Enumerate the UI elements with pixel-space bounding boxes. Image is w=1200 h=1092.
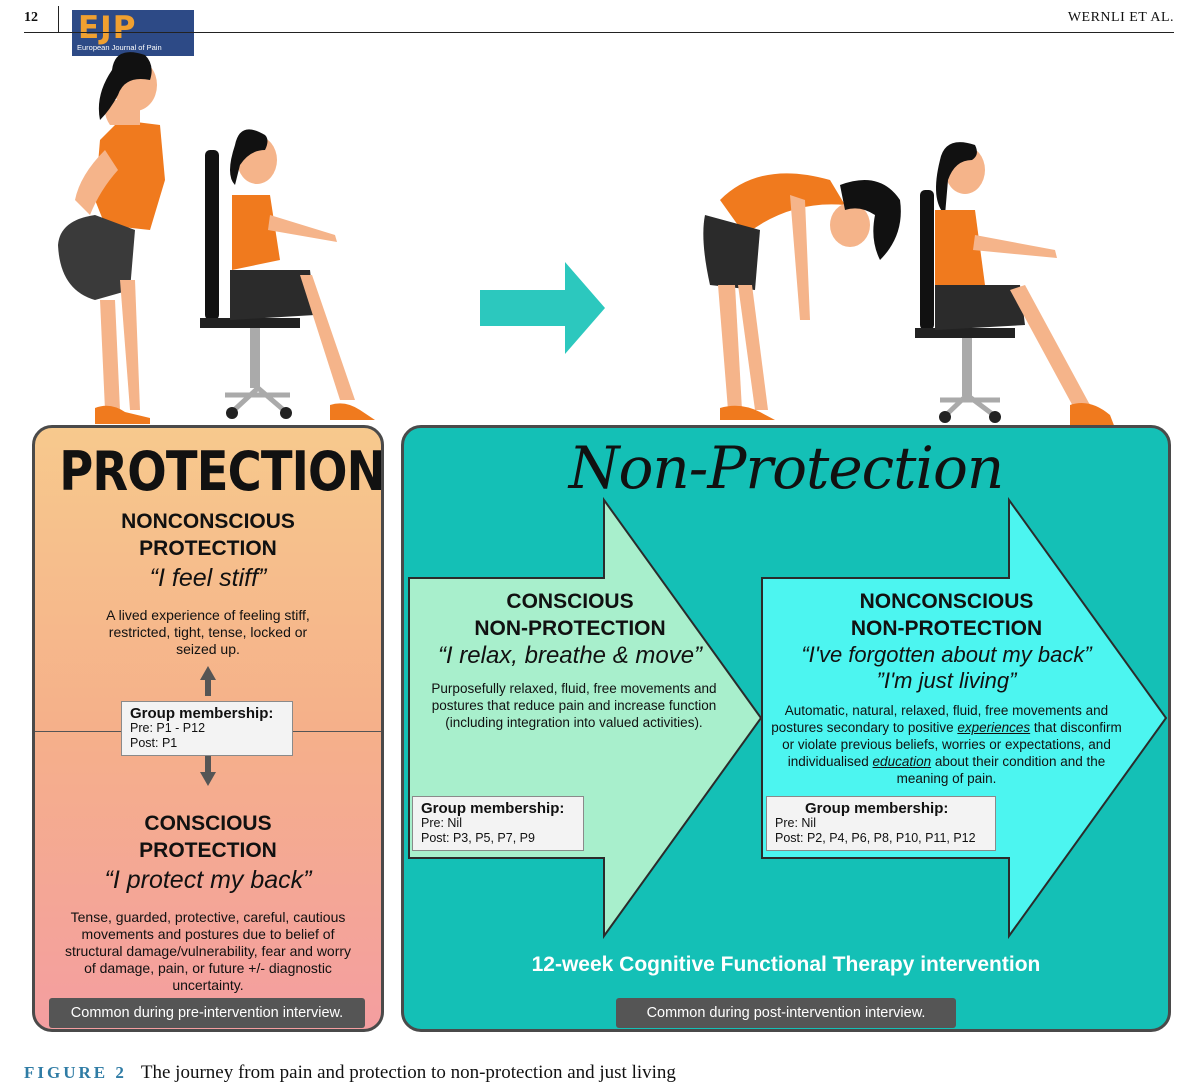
protection-group-membership: Group membership: Pre: P1 - P12 Post: P1: [121, 701, 293, 756]
conscious-non-protection-group-membership: Group membership: Pre: Nil Post: P3, P5,…: [412, 796, 584, 851]
header-divider: [58, 6, 59, 33]
group-membership-post: Post: P2, P4, P6, P8, P10, P11, P12: [775, 831, 976, 845]
conscious-non-protection-heading-line2: NON-PROTECTION: [474, 617, 666, 640]
journal-logo-subtitle: European Journal of Pain: [77, 43, 162, 52]
figure-caption: FIGURE 2 The journey from pain and protec…: [24, 1062, 676, 1084]
stiff-standing-person-illustration: [58, 52, 165, 424]
protection-title: PROTECTION: [59, 440, 384, 503]
guarded-sitting-person-illustration: [200, 129, 375, 420]
transition-arrow-icon: [480, 262, 605, 354]
nonconscious-protection-section: NONCONSCIOUS PROTECTION “I feel stiff” A…: [35, 508, 381, 658]
group-membership-pre: Pre: Nil: [775, 816, 816, 830]
nonconscious-protection-description: A lived experience of feeling stiff, res…: [106, 607, 310, 657]
group-membership-title: Group membership:: [130, 705, 274, 722]
header-rule: [24, 32, 1174, 33]
non-protection-footer: Common during post-intervention intervie…: [616, 998, 956, 1028]
group-membership-pre: Pre: Nil: [421, 816, 462, 830]
bidirectional-arrow-icon: [200, 666, 216, 786]
group-membership-post: Post: P3, P5, P7, P9: [421, 831, 535, 845]
conscious-protection-quote: “I protect my back”: [104, 866, 312, 894]
journal-logo-letters: EJP: [78, 10, 137, 46]
conscious-protection-description: Tense, guarded, protective, careful, cau…: [64, 909, 352, 993]
page-number: 12: [24, 10, 38, 25]
nonconscious-non-protection-section: NONCONSCIOUS NON-PROTECTION “I've forgot…: [769, 588, 1124, 787]
journal-logo: EJP European Journal of Pain: [72, 10, 194, 56]
conscious-protection-heading-line1: CONSCIOUS: [144, 812, 272, 835]
relaxed-bending-person-illustration: [703, 173, 901, 420]
group-membership-title: Group membership:: [805, 800, 949, 817]
figure-illustrations: [58, 52, 1115, 428]
nonconscious-non-protection-quote1: “I've forgotten about my back”: [801, 642, 1092, 667]
non-protection-panel: Non-Protection CONSCIOUS NON-PROTECTION …: [401, 425, 1171, 1032]
group-membership-title: Group membership:: [421, 800, 565, 817]
conscious-non-protection-heading-line1: CONSCIOUS: [506, 590, 634, 613]
description-part3: about their condition and the meaning of…: [896, 754, 1106, 786]
protection-panel: PROTECTION NONCONSCIOUS PROTECTION “I fe…: [32, 425, 384, 1032]
nonconscious-protection-heading-line1: NONCONSCIOUS: [121, 510, 295, 533]
description-part1: Automatic, natural, relaxed, fluid, free…: [771, 703, 1109, 735]
figure-caption-text: The journey from pain and protection to …: [140, 1062, 676, 1083]
conscious-non-protection-quote: “I relax, breathe & move”: [437, 642, 703, 669]
group-membership-pre: Pre: P1 - P12: [130, 721, 206, 735]
protection-footer: Common during pre-intervention interview…: [49, 998, 365, 1028]
description-part2: that disconfirm or violate previous beli…: [782, 720, 1122, 769]
relaxed-sitting-person-illustration: [915, 142, 1115, 428]
nonconscious-non-protection-group-membership: Group membership: Pre: Nil Post: P2, P4,…: [766, 796, 996, 851]
non-protection-title: Non-Protection: [568, 434, 1005, 502]
description-emphasis-education: education: [872, 754, 932, 769]
conscious-non-protection-description: Purposefully relaxed, fluid, free moveme…: [431, 681, 717, 730]
conscious-non-protection-section: CONSCIOUS NON-PROTECTION “I relax, breat…: [410, 588, 730, 731]
group-membership-post: Post: P1: [130, 736, 178, 750]
figure-label: FIGURE 2: [24, 1063, 127, 1082]
nonconscious-non-protection-description: Automatic, natural, relaxed, fluid, free…: [769, 702, 1124, 787]
description-emphasis-experiences: experiences: [957, 720, 1031, 735]
intervention-label: 12-week Cognitive Functional Therapy int…: [531, 953, 1041, 976]
running-head: WERNLI ET AL.: [1067, 10, 1174, 25]
nonconscious-protection-heading-line2: PROTECTION: [139, 537, 277, 560]
nonconscious-non-protection-quote2: ”I'm just living”: [876, 668, 1017, 693]
conscious-protection-section: CONSCIOUS PROTECTION “I protect my back”…: [35, 810, 381, 994]
nonconscious-non-protection-heading-line1: NONCONSCIOUS: [859, 590, 1034, 613]
conscious-protection-heading-line2: PROTECTION: [139, 839, 277, 862]
nonconscious-protection-quote: “I feel stiff”: [149, 564, 267, 592]
nonconscious-non-protection-heading-line2: NON-PROTECTION: [850, 617, 1043, 640]
